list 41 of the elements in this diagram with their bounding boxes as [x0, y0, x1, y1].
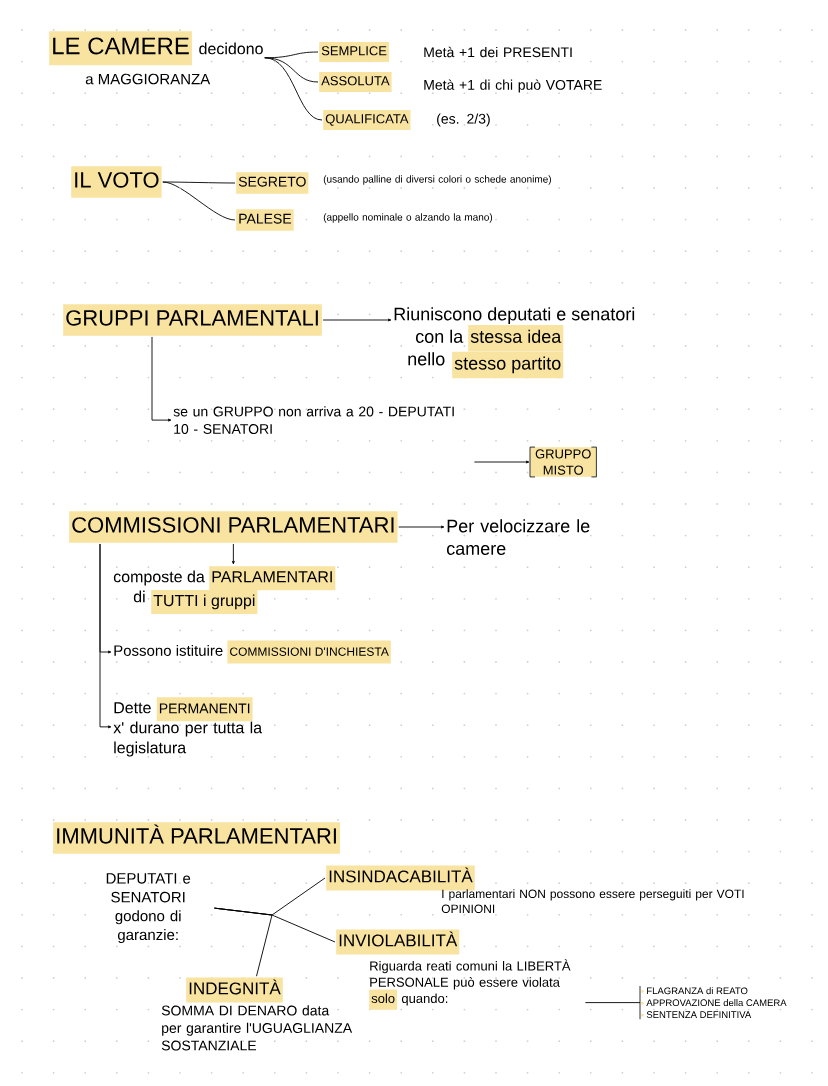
note-text: LE CAMERE decidono a MAGGIORANZA: [49, 31, 263, 85]
side-note: (usando palline di diversi colori o schede anonime): [323, 175, 551, 185]
arrow: [398, 525, 445, 529]
highlighted-term: SEGRETO: [236, 172, 309, 194]
note-text: Dette PERMANENTI x' durano per tutta la legislatura: [113, 697, 263, 757]
highlighted-term: QUALIFICATA: [323, 109, 411, 131]
node-label: stesso partito: [454, 356, 561, 374]
arrow: [473, 460, 530, 464]
side-note: (es. 2/3): [437, 113, 490, 127]
connector-line: [162, 181, 236, 184]
side-note: Metà +1 dei PRESENTI: [424, 46, 572, 58]
note-text: Per velocizzare le camere: [446, 519, 590, 555]
side-note: I parlamentari NON possono essere perseguiti per VOTI OPINIONI: [441, 889, 744, 913]
arrow: [322, 318, 392, 322]
note-text: DEPUTATI e SENATORI godono di garanzie:: [106, 873, 191, 944]
side-note: SOMMA DI DENARO data per garantire l'UGUAGLIANZA SOSTANZIALE: [161, 1005, 353, 1051]
connector-line: [264, 57, 323, 121]
highlighted-term: IMMUNITÀ PARLAMENTARI: [53, 822, 340, 854]
arrow: [99, 543, 112, 729]
highlighted-term: PALESE: [236, 209, 294, 231]
side-note: Metà +1 di chi può VOTARE: [424, 79, 602, 93]
bracketed-term: GRUPPO MISTO: [529, 446, 597, 478]
connector-line: [584, 1002, 641, 1004]
arrow: [231, 543, 235, 565]
connector-line: [162, 181, 236, 221]
highlighted-term: ASSOLUTA: [319, 71, 392, 93]
highlighted-term: TUTTI i gruppi: [151, 590, 258, 614]
highlighted-term: GRUPPI PARLAMENTALI: [63, 304, 322, 336]
arrow: [151, 336, 172, 422]
note-text: se un GRUPPO non arriva a 20 - DEPUTATI 10 - SENATORI: [173, 406, 454, 434]
highlighted-term: COMMISSIONI PARLAMENTARI: [69, 511, 398, 543]
bullet-list: FLAGRANZA di REATO APPROVAZIONE della CAMERA SENTENZA DEFINITIVA: [639, 985, 787, 1020]
note-text: Riguarda reati comuni la LIBERTÀ PERSONALE può essere violata solo quando:: [369, 959, 571, 1010]
highlighted-term: IL VOTO: [71, 166, 162, 198]
highlighted-term: stesso partito: [452, 351, 564, 379]
highlighted-term: SEMPLICE: [319, 41, 389, 63]
side-note: (appello nominale o alzando la mano): [323, 213, 493, 223]
note-text: Possono istituire COMMISSIONI D'INCHIESTA: [114, 640, 391, 664]
highlighted-term: INVIOLABILITÀ: [336, 929, 460, 955]
connector-line: [213, 907, 273, 977]
highlighted-term: INDEGNITÀ: [186, 977, 283, 1003]
